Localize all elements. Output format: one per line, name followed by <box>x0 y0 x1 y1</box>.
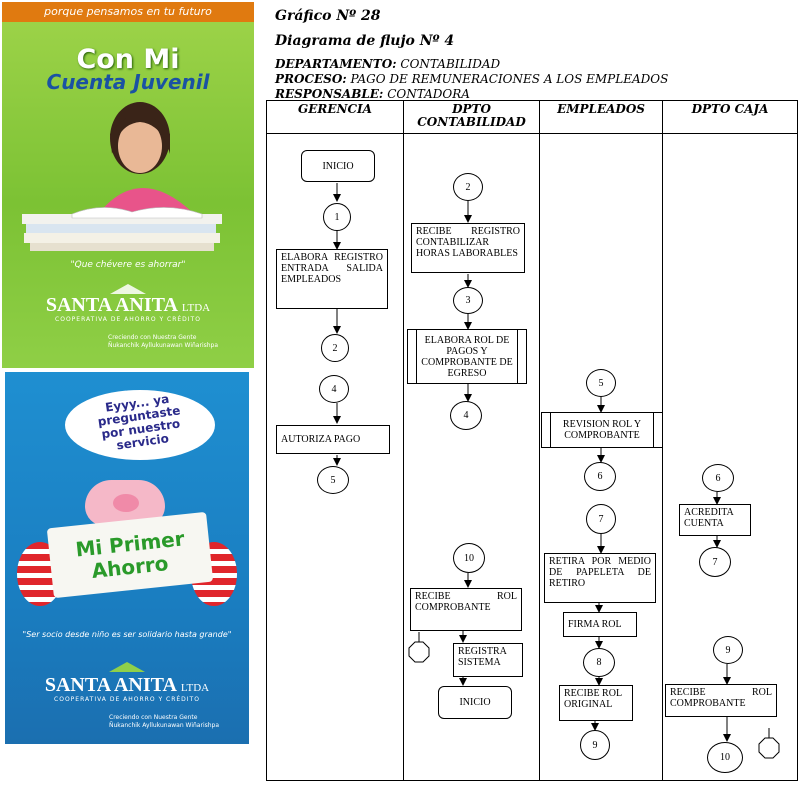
connector-5-gerencia: 5 <box>317 466 349 494</box>
connector-2-gerencia: 2 <box>321 334 349 362</box>
brand-note: Creciendo con Nuestra Gente Ñukanchik Ay… <box>108 334 218 350</box>
brand-name: SANTA ANITA LTDA <box>2 294 254 317</box>
diagram-number: Diagrama de flujo Nº 4 <box>275 33 455 49</box>
connector-9-caja: 9 <box>713 636 743 664</box>
speech-bubble <box>65 390 215 460</box>
connector-8: 8 <box>583 648 615 677</box>
department-value: CONTABILIDAD <box>400 57 501 71</box>
responsible-line: RESPONSABLE: CONTADORA <box>275 87 470 101</box>
brand-suffix-2: LTDA <box>180 682 210 694</box>
process-retira-papeleta: RETIRA POR MEDIO DE PAPELETA DE RETIRO <box>544 553 656 603</box>
process-registra-sistema: REGISTRA SISTEMA <box>453 643 523 677</box>
flow-arrows <box>333 183 780 759</box>
connector-7-empleados: 7 <box>586 504 616 534</box>
brand-suffix: LTDA <box>181 302 211 314</box>
lane-header-gerencia: GERENCIA <box>298 102 372 116</box>
brand-logo-icon <box>110 284 146 294</box>
process-acredita-cuenta: ACREDITA CUENTA <box>679 504 751 536</box>
lane-header-caja: DPTO CAJA <box>691 102 769 116</box>
offpage-connector-caja <box>758 737 780 759</box>
connector-5-empleados: 5 <box>586 369 616 397</box>
banner-product-line2: Cuenta Juvenil <box>46 70 210 94</box>
lane-divider-2 <box>539 101 540 780</box>
lane-header-empleados: EMPLEADOS <box>557 102 645 116</box>
brand-subtitle-2: COOPERATIVA DE AHORRO Y CRÉDITO <box>54 696 200 703</box>
connector-10-contabilidad: 10 <box>453 543 485 573</box>
lane-header-contabilidad-line1: DPTO <box>452 102 491 116</box>
document-recibe-rol-contabilidad: RECIBE ROL COMPROBANTE <box>410 588 522 631</box>
connector-4-contabilidad: 4 <box>450 401 482 430</box>
piggy-snout-icon <box>113 494 139 512</box>
connector-1: 1 <box>323 203 351 231</box>
brand-note-line1: Creciendo con Nuestra Gente <box>108 334 197 341</box>
end-terminal-contabilidad: INICIO <box>438 686 512 719</box>
brand-note2-line2: Ñukanchik Ayllukunawan Wiñarishpa <box>109 722 220 729</box>
connector-6-caja: 6 <box>702 464 734 492</box>
process-value: PAGO DE REMUNERACIONES A LOS EMPLEADOS <box>350 72 669 86</box>
predefined-elabora-rol: ELABORA ROL DE PAGOS Y COMPROBANTE DE EG… <box>407 329 527 384</box>
brand-subtitle: COOPERATIVA DE AHORRO Y CRÉDITO <box>55 316 201 323</box>
connector-4-gerencia: 4 <box>319 375 349 403</box>
connector-7-caja: 7 <box>699 547 731 577</box>
brand-name-2: SANTA ANITA LTDA <box>5 674 249 697</box>
connector-10-caja: 10 <box>707 742 743 773</box>
brand-logo-icon <box>109 662 145 672</box>
lane-divider-1 <box>403 101 404 780</box>
predefined-revision-rol: REVISION ROL Y COMPROBANTE <box>541 412 663 448</box>
brand-name-text-2: SANTA ANITA <box>44 674 176 696</box>
connector-9-empleados: 9 <box>580 730 610 760</box>
responsible-value: CONTADORA <box>387 87 470 101</box>
figure-number: Gráfico Nº 28 <box>275 8 381 24</box>
connector-3: 3 <box>453 287 483 314</box>
process-line: PROCESO: PAGO DE REMUNERACIONES A LOS EM… <box>275 72 668 86</box>
process-firma-rol: FIRMA ROL <box>563 612 637 637</box>
start-terminal-gerencia: INICIO <box>301 150 375 182</box>
banner-slogan-strip: porque pensamos en tu futuro <box>2 2 254 22</box>
connector-2-contabilidad: 2 <box>453 173 483 201</box>
lane-header-contabilidad: DPTO CONTABILIDAD <box>404 101 539 133</box>
brand-note2-line1: Creciendo con Nuestra Gente <box>109 714 198 721</box>
banner-product-line1: Con Mi <box>76 44 180 75</box>
banner2-tagline: "Ser socio desde niño es ser solidario h… <box>22 630 232 639</box>
cuenta-juvenil-banner: porque pensamos en tu futuro Con Mi Cuen… <box>2 2 254 368</box>
process-label: PROCESO: <box>275 72 347 86</box>
process-autoriza-pago: AUTORIZA PAGO <box>276 425 390 454</box>
connector-6-empleados: 6 <box>584 462 616 491</box>
brand-note-2: Creciendo con Nuestra Gente Ñukanchik Ay… <box>109 714 219 730</box>
banner-tagline: "Que chévere es ahorrar" <box>70 260 186 270</box>
brand-name-text: SANTA ANITA <box>45 294 177 316</box>
flowchart: GERENCIA DPTO CONTABILIDAD EMPLEADOS DPT… <box>266 100 798 781</box>
offpage-connector-contabilidad <box>408 641 430 663</box>
department-label: DEPARTAMENTO: <box>275 57 397 71</box>
girl-with-books-illustration <box>22 102 222 251</box>
department-line: DEPARTAMENTO: CONTABILIDAD <box>275 57 500 71</box>
process-recibe-registro: RECIBE REGISTRO CONTABILIZAR HORAS LABOR… <box>411 223 525 273</box>
document-recibe-rol-original: RECIBE ROL ORIGINAL <box>559 685 633 721</box>
lane-header-contabilidad-line2: CONTABILIDAD <box>417 115 526 129</box>
brand-note-line2: Ñukanchik Ayllukunawan Wiñarishpa <box>108 342 219 349</box>
document-elabora-registro: ELABORA REGISTRO ENTRADA SALIDA EMPLEADO… <box>276 249 388 309</box>
header-divider <box>267 133 797 134</box>
responsible-label: RESPONSABLE: <box>275 87 384 101</box>
document-recibe-rol-caja: RECIBE ROL COMPROBANTE <box>665 684 777 717</box>
mi-primer-ahorro-banner: Eyyy... ya preguntaste por nuestro servi… <box>5 372 249 744</box>
